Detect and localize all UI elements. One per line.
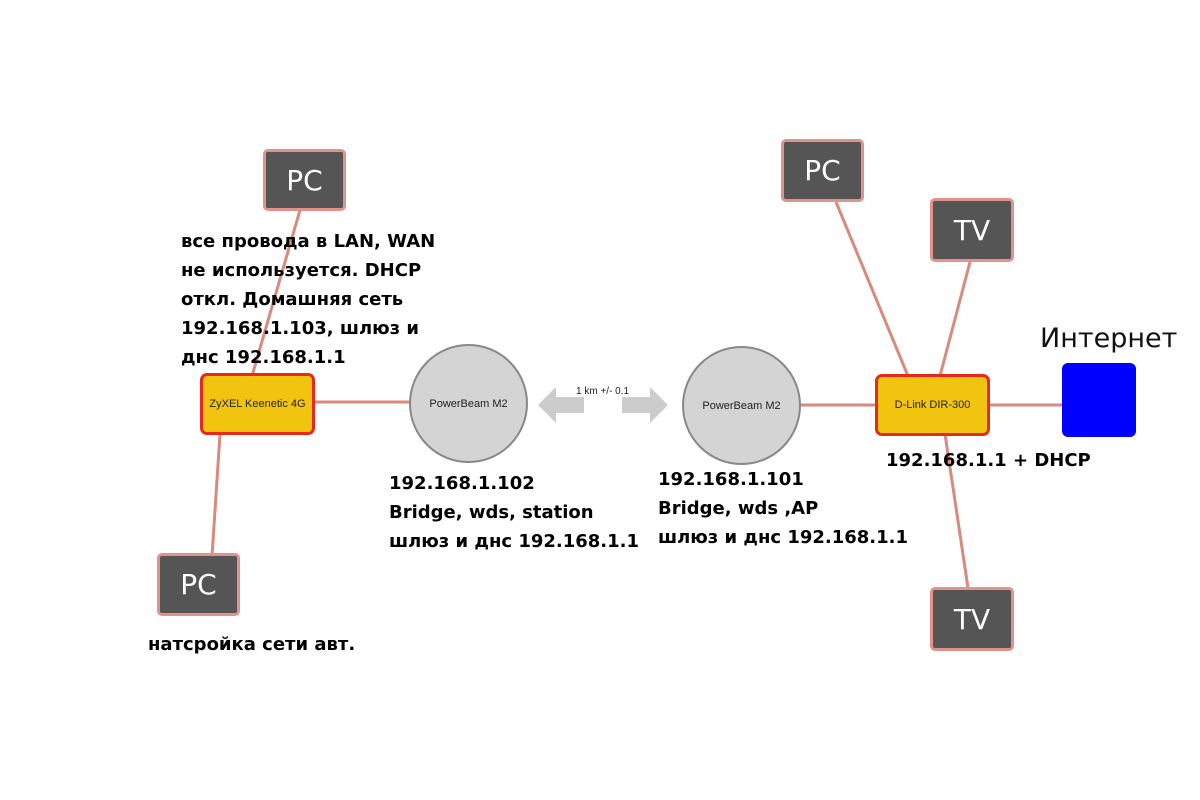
- zyxel-router-label: ZyXEL Keenetic 4G: [209, 398, 306, 410]
- link-pc-right-dlink: [834, 201, 910, 377]
- dlink-config-note: 192.168.1.1 + DHCP: [886, 450, 1091, 471]
- arrow-left-head: [538, 387, 584, 423]
- link-dlink-tv-bottom: [943, 433, 970, 589]
- zyxel-router-node: ZyXEL Keenetic 4G: [200, 373, 315, 435]
- powerbeam-right-node: PowerBeam M2: [682, 346, 801, 465]
- tv-bottom-label: TV: [953, 602, 991, 636]
- tv-top-label: TV: [953, 213, 991, 247]
- link-pc-left-top-zyxel: [250, 209, 302, 377]
- pc-left-bottom-label: PC: [180, 568, 217, 601]
- powerbeam-left-label: PowerBeam M2: [429, 397, 508, 410]
- powerbeam-right-note: 192.168.1.101 Bridge, wds ,AP шлюз и днс…: [658, 469, 909, 548]
- powerbeam-right-label: PowerBeam M2: [702, 399, 781, 412]
- pc-left-bottom-note: натсройка сети авт.: [148, 634, 356, 655]
- powerbeam-left-note: 192.168.1.102 Bridge, wds, station шлюз …: [389, 473, 640, 552]
- zyxel-config-note: все провода в LAN, WAN не используется. …: [181, 231, 436, 368]
- tv-top-node: TV: [930, 198, 1014, 262]
- pc-left-top-node: PC: [263, 149, 346, 211]
- tv-bottom-node: TV: [930, 587, 1014, 651]
- dlink-router-label: D-Link DIR-300: [894, 399, 971, 411]
- arrow-right-head: [622, 387, 668, 423]
- wireless-link-label: 1 km +/- 0.1: [576, 386, 630, 397]
- pc-left-top-label: PC: [286, 163, 323, 197]
- pc-right-node: PC: [781, 139, 864, 202]
- internet-node: [1062, 363, 1136, 437]
- link-tv-top-dlink: [938, 261, 972, 377]
- pc-left-bottom-node: PC: [157, 553, 240, 616]
- link-zyxel-pc-left-bottom: [210, 433, 222, 557]
- powerbeam-left-node: PowerBeam M2: [409, 344, 528, 463]
- dlink-router-node: D-Link DIR-300: [875, 374, 990, 436]
- pc-right-label: PC: [804, 154, 841, 187]
- internet-label: Интернет: [1040, 323, 1178, 354]
- wireless-link-arrow: [538, 387, 668, 423]
